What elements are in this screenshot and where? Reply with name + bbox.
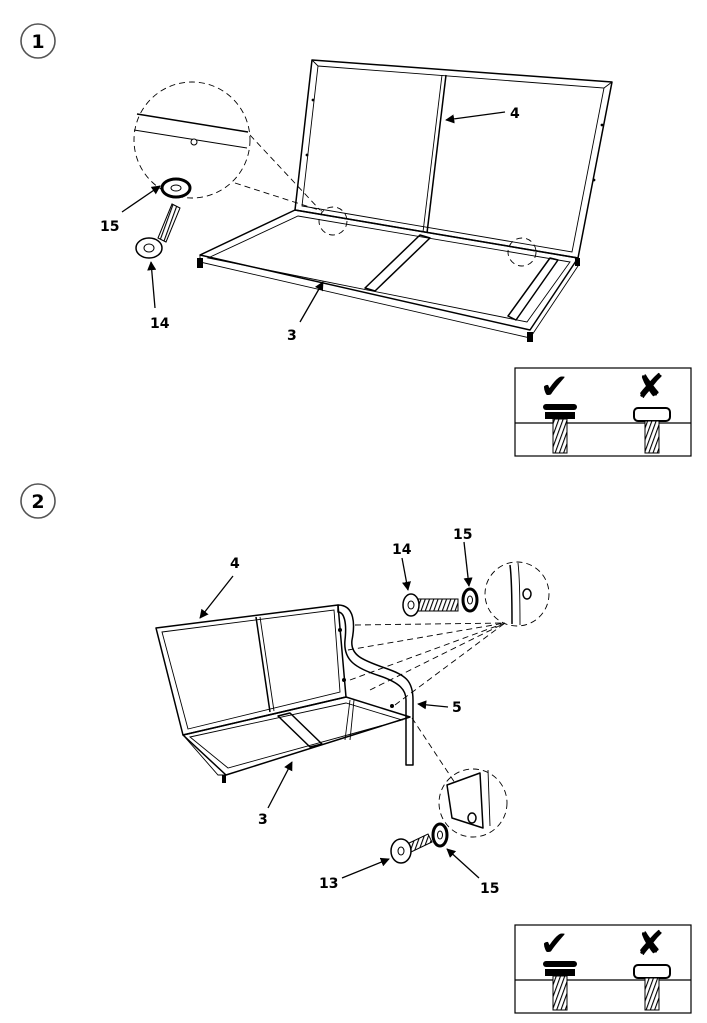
part-label-washer: 15 [100,219,119,235]
part-label-armrest: 5 [452,700,462,716]
washer-icon [160,177,192,199]
detail-magnifier [133,81,323,212]
washer-icon [431,822,449,848]
step-2: 2 [20,483,692,1014]
bolt-hole-right-marker [507,237,537,267]
part-label-backrest: 4 [510,106,520,122]
correct-check-icon: ✔ [540,367,569,407]
seat-frame [182,696,411,783]
step-number-badge [20,483,56,519]
step-1: 1 [20,23,692,457]
washer-icon [461,587,479,613]
part-label-bolt: 14 [392,542,412,558]
wrong-cross-icon: ✘ [636,924,665,964]
part-label-backrest: 4 [230,556,240,572]
part-label-bolt: 13 [319,876,338,892]
step-number-badge [20,23,56,59]
backrest-frame [155,604,347,736]
part-label-washer: 15 [453,527,472,543]
detail-magnifier-top [484,561,550,627]
part-label-bolt: 14 [150,316,170,332]
part-label-seat-frame: 3 [287,328,297,344]
seat-frame [197,209,580,342]
bolt-icon [390,833,433,864]
step-number: 1 [31,31,44,53]
backrest-frame [294,59,613,259]
detail-magnifier-bottom [438,768,508,838]
part-label-washer: 15 [480,881,499,897]
correct-vs-wrong-box: ✔ ✘ [514,367,692,457]
bolt-icon [402,593,459,617]
correct-check-icon: ✔ [540,924,569,964]
bolt-icon [135,203,181,259]
part-label-seat-frame: 3 [258,812,268,828]
step-number: 2 [31,491,44,513]
correct-vs-wrong-box: ✔ ✘ [514,924,692,1014]
wrong-cross-icon: ✘ [636,367,665,407]
armrest-frame [337,604,414,766]
bolt-hole-left-marker [318,206,348,236]
